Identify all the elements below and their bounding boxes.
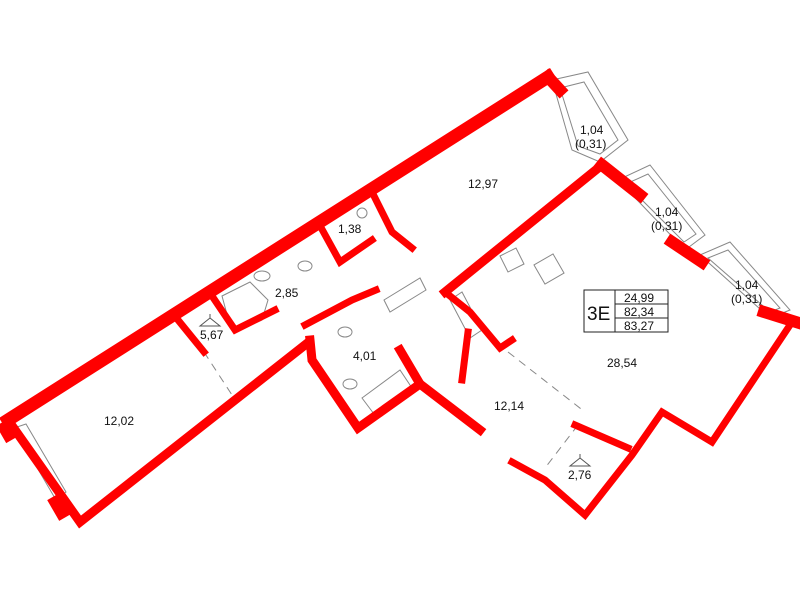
room-area-label: 28,54	[607, 356, 637, 370]
room-area-label: 4,01	[353, 349, 377, 363]
balcony-3	[699, 241, 791, 319]
room-area-label: 5,67	[200, 328, 224, 342]
balcony-reduced-label: (0,31)	[651, 219, 682, 233]
balcony-area-label: 1,04	[655, 205, 679, 219]
balcony-reduced-label: (0,31)	[575, 137, 606, 151]
room-area-label: 2,85	[275, 286, 299, 300]
separator-2-76	[544, 424, 579, 469]
hanger-icon	[198, 314, 222, 327]
balcony-area-label: 1,04	[580, 123, 604, 137]
total-area-with-balconies: 83,27	[624, 319, 654, 333]
balcony-reduced-label: (0,31)	[731, 292, 762, 306]
room-area-label: 12,97	[468, 177, 498, 191]
separator-12-14	[507, 351, 586, 413]
total-area: 82,34	[624, 305, 654, 319]
separator-5-67	[203, 351, 233, 396]
room-area-label: 12,14	[494, 399, 524, 413]
fixtures	[221, 207, 565, 415]
room-area-label: 2,76	[568, 468, 592, 482]
living-area: 24,99	[624, 291, 654, 305]
info-box: 3E 24,99 82,34 83,27	[583, 289, 669, 333]
room-area-label: 1,38	[338, 222, 362, 236]
apartment-code: 3E	[587, 304, 610, 325]
room-area-label: 12,02	[104, 414, 134, 428]
balcony-1	[551, 71, 629, 163]
hanger-icon	[568, 454, 592, 467]
walls	[0, 68, 800, 529]
balcony-area-label: 1,04	[735, 278, 759, 292]
